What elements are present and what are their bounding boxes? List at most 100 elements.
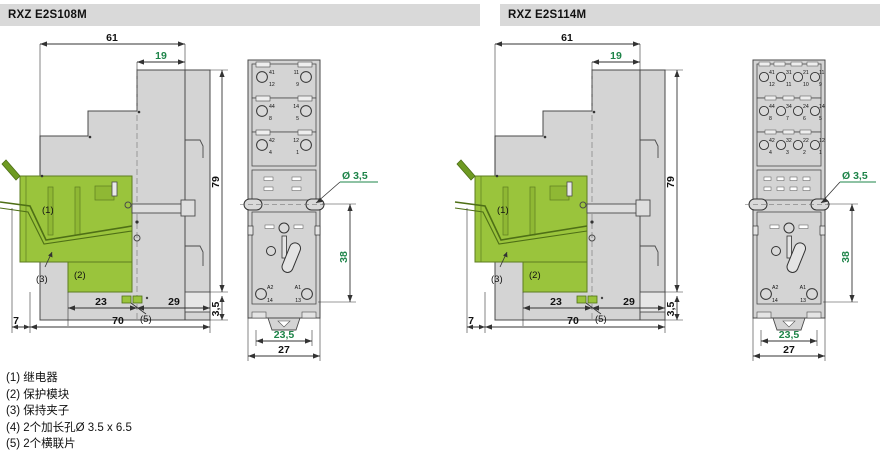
vent-slot (798, 224, 809, 229)
terminal-screw (809, 105, 821, 117)
dim-hole-spacing-left: 38 (338, 251, 350, 263)
terminal-screw (300, 105, 312, 117)
terminal-dot-1 (135, 220, 139, 224)
lever-knob (635, 199, 651, 217)
terminal-label: 5 (296, 116, 299, 122)
lever-stem (786, 235, 792, 259)
slot-notch-3 (255, 95, 271, 102)
vent-slot (763, 186, 772, 191)
terminal-screw (775, 139, 787, 151)
terminal-screw (300, 71, 312, 83)
callout-protection-right: (2) (529, 270, 541, 281)
dimension-depth-total: 70 (485, 315, 666, 333)
dim-hole-spacing-right: 38 (840, 251, 852, 263)
lever-knob (180, 199, 196, 217)
retaining-clip-wire-2 (0, 207, 133, 245)
slot-notch (764, 129, 777, 135)
vent-slot (802, 186, 811, 191)
drawing-panel-left: 61 19 79 (0, 30, 440, 361)
dim-inner-width-right: 23,5 (779, 329, 800, 341)
test-button (278, 222, 290, 234)
terminal-label: 3 (786, 150, 789, 156)
jumper-dot (145, 296, 149, 300)
legend-item-1: (1) 继电器 (6, 372, 58, 384)
terminal-screw (809, 71, 821, 83)
lever-pivot (266, 246, 276, 256)
step-dot-2 (543, 135, 547, 139)
relay-window (94, 185, 115, 201)
terminal-screw (775, 105, 787, 117)
slot-notch (782, 95, 795, 101)
dim-hole-diameter-left: Ø 3,5 (342, 170, 368, 182)
dim-step-width-left: 19 (155, 50, 167, 62)
terminal-label: 12 (269, 82, 275, 88)
terminal-label: 6 (803, 116, 806, 122)
test-lever (786, 242, 807, 273)
terminal-label: 24 (803, 104, 809, 110)
vent-slot (293, 224, 304, 229)
terminal-screw (758, 71, 770, 83)
callout-relay-left: (1) (42, 205, 54, 216)
drawing-panel-right: 61 19 79 (440, 30, 880, 361)
terminal-screw (792, 71, 804, 83)
terminal-screw (758, 105, 770, 117)
coil-terminal-a1 (301, 288, 313, 300)
terminal-screw (775, 71, 787, 83)
dimension-offset-left: 7 (11, 208, 31, 333)
terminal-label: 5 (819, 116, 822, 122)
vent-slot (776, 176, 785, 181)
terminal-label: 41 (269, 70, 275, 76)
slot-notch (782, 129, 795, 135)
terminal-label: 21 (803, 70, 809, 76)
legend-item-5: (5) 2个横联片 (6, 438, 76, 450)
dimension-height-total: 79 (210, 69, 228, 293)
callout-jumper-left: (5) (140, 314, 152, 325)
rail-notch-bottom (640, 245, 659, 266)
jumper-dot (600, 296, 604, 300)
indicator-window (111, 181, 118, 197)
dim-height-total-right: 79 (665, 176, 677, 188)
legend-item-3: (3) 保持夹子 (6, 405, 70, 417)
slot-notch-4 (297, 95, 313, 102)
jumper-strip-2 (587, 295, 598, 304)
dim-base-height-right: 3,5 (665, 302, 677, 317)
lever-shaft (586, 203, 642, 214)
terminal-label: 11 (786, 82, 791, 88)
relay-slot-1 (502, 186, 509, 236)
top-view-right: 41 12 31 11 21 10 11 9 44 8 34 7 (745, 59, 876, 361)
coil-terminal-a2 (255, 288, 267, 300)
terminal-block-group: 41 12 11 9 44 8 14 5 42 4 12 (251, 61, 317, 167)
test-lever (281, 242, 302, 273)
terminal-label: 9 (819, 82, 822, 88)
terminal-label: 8 (769, 116, 772, 122)
dimension-depth-total: 70 (30, 315, 211, 333)
foot-tab-left (251, 311, 267, 319)
coil-label-a2: A2 (772, 285, 778, 291)
din-rail-column (639, 69, 666, 321)
vent-slot (291, 176, 302, 181)
terminal-label: 41 (769, 70, 775, 76)
coil-number-14: 14 (772, 298, 778, 304)
retaining-clip-wire-2 (454, 207, 588, 245)
step-dot-2 (88, 135, 92, 139)
side-tab-right (314, 225, 321, 236)
relay-slot-2 (529, 186, 536, 236)
step-dot-1 (40, 174, 44, 178)
callout-clip-right: (3) (491, 274, 503, 285)
terminal-label: 22 (803, 138, 809, 144)
terminal-screw (809, 139, 821, 151)
lever-shaft (131, 203, 187, 214)
din-rail-column (184, 69, 211, 321)
slot-notch (764, 95, 777, 101)
dim-width-total-right: 61 (561, 32, 573, 44)
legend-item-4: (4) 2个加长孔Ø 3.5 x 6.5 (6, 421, 132, 434)
callout-protection-left: (2) (74, 270, 86, 281)
terminal-label: 12 (819, 138, 825, 144)
dimension-step-width: 19 (136, 50, 185, 111)
slot-notch (799, 129, 812, 135)
terminal-screw (792, 139, 804, 151)
foot-tab-left (756, 311, 772, 319)
indicator-window (566, 181, 573, 197)
slot-notch-6 (297, 129, 313, 136)
jumper-strip-2 (132, 295, 143, 304)
